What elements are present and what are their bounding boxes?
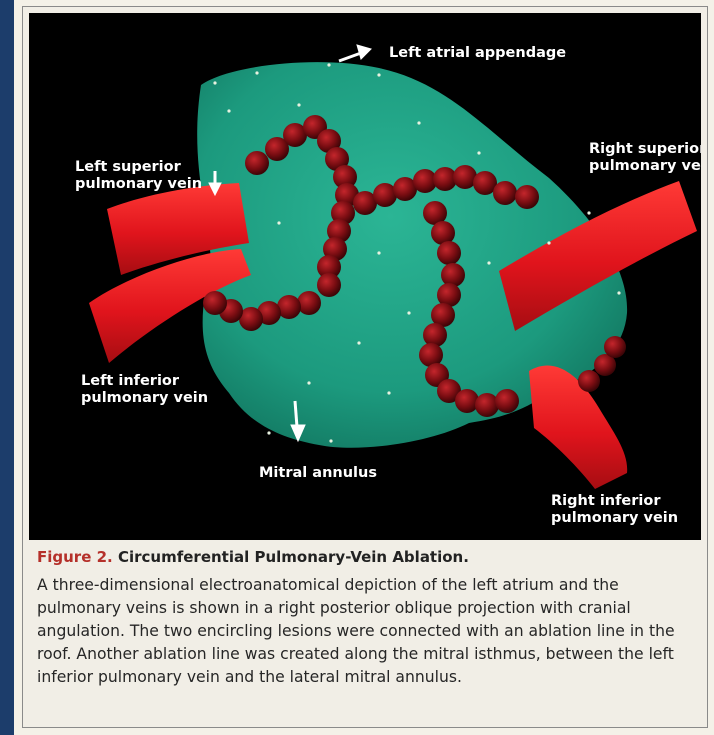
caption-body: A three-dimensional electroanatomical de… <box>37 574 697 689</box>
label-right-inferior-line1: Right inferior <box>551 493 661 510</box>
label-left-atrial-appendage: Left atrial appendage <box>389 45 566 62</box>
figure-label: Figure 2. <box>37 548 113 566</box>
label-left-superior-line1: Left superior <box>75 159 181 176</box>
figure-frame: Left atrial appendage Left superior pulm… <box>22 6 708 728</box>
caption-title: Figure 2. Circumferential Pulmonary-Vein… <box>37 547 697 567</box>
figure-caption: Figure 2. Circumferential Pulmonary-Vein… <box>37 547 697 689</box>
label-right-superior-line1: Right superior <box>589 141 701 158</box>
label-left-inferior-line1: Left inferior <box>81 373 179 390</box>
electroanatomical-map <box>29 13 701 540</box>
label-left-inferior-line2: pulmonary vein <box>81 390 208 407</box>
label-right-inferior-line2: pulmonary vein <box>551 510 678 527</box>
label-mitral-annulus: Mitral annulus <box>259 465 377 482</box>
right-inferior-pulmonary-vein <box>529 366 627 489</box>
figure-title: Circumferential Pulmonary-Vein Ablation. <box>118 548 469 566</box>
label-left-superior-line2: pulmonary vein <box>75 176 202 193</box>
label-right-superior-line2: pulmonary vein <box>589 158 701 175</box>
journal-page: Left atrial appendage Left superior pulm… <box>14 0 714 735</box>
figure-image: Left atrial appendage Left superior pulm… <box>29 13 701 540</box>
